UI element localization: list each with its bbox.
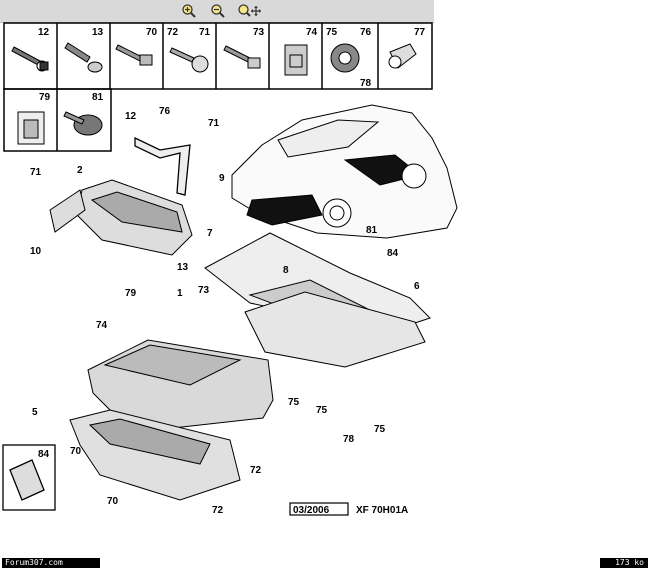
callout-75: 75 <box>316 405 328 416</box>
table-label-13: 13 <box>92 27 104 38</box>
screw-13-icon <box>64 42 103 73</box>
shield-1 <box>87 339 274 429</box>
table-label-74: 74 <box>306 27 318 38</box>
callout-84: 84 <box>387 248 399 259</box>
table-labels: 12 13 70 72 71 73 74 75 76 77 78 79 81 <box>38 27 426 103</box>
reference-box: 03/2006 XF 70H01A <box>289 502 408 516</box>
zoom-in-icon[interactable] <box>181 3 197 19</box>
table-label-12: 12 <box>38 27 50 38</box>
callout-73: 73 <box>198 285 210 296</box>
callout-76: 76 <box>159 106 171 117</box>
file-size: 173 ko <box>600 558 648 568</box>
table-label-71: 71 <box>199 27 211 38</box>
callout-10: 10 <box>30 246 42 257</box>
site-watermark: Forum307.com <box>2 558 100 568</box>
table-label-73: 73 <box>253 27 265 38</box>
callout-6: 6 <box>414 281 420 292</box>
clip-74-icon <box>284 44 308 76</box>
reference-code: XF 70H01A <box>356 505 408 516</box>
callout-2: 2 <box>77 165 83 176</box>
bracket-9 <box>134 136 191 196</box>
table-label-77: 77 <box>414 27 426 38</box>
callout-72: 72 <box>250 465 262 476</box>
callout-70: 70 <box>107 496 119 507</box>
car-illustration <box>231 104 458 239</box>
reference-date: 03/2006 <box>293 505 330 516</box>
table-label-81: 81 <box>92 92 104 103</box>
callout-8: 8 <box>283 265 289 276</box>
callout-5: 5 <box>32 407 38 418</box>
callout-75: 75 <box>288 397 300 408</box>
screw-12-icon <box>11 46 49 72</box>
callout-1: 1 <box>177 288 183 299</box>
callout-71: 71 <box>208 118 220 129</box>
clip-84-detail <box>2 444 56 511</box>
callout-9: 9 <box>219 173 225 184</box>
table-label-75: 75 <box>326 27 338 38</box>
table-label-76: 76 <box>360 27 372 38</box>
callout-13: 13 <box>177 262 189 273</box>
callout-72: 72 <box>212 505 224 516</box>
callout-75: 75 <box>374 424 386 435</box>
callout-12: 12 <box>125 111 137 122</box>
screw-71-72-icon <box>169 47 209 73</box>
rivet-77-icon <box>388 43 417 69</box>
table-label-70: 70 <box>146 27 158 38</box>
screw-70-icon <box>115 44 153 66</box>
pan-icon[interactable] <box>237 3 263 19</box>
housing-2 <box>76 179 193 256</box>
callout-78: 78 <box>343 434 355 445</box>
clip-79-icon <box>17 111 45 145</box>
callout-70: 70 <box>70 446 82 457</box>
callout-81: 81 <box>366 225 378 236</box>
callout-labels: 76 12 71 9 71 2 10 13 7 81 84 8 6 79 1 7… <box>30 106 420 516</box>
table-label-72: 72 <box>167 27 179 38</box>
parts-table <box>3 22 433 152</box>
washer-75-icon <box>330 43 360 73</box>
callout-74: 74 <box>96 320 108 331</box>
callout-84: 84 <box>38 449 50 460</box>
callout-7: 7 <box>207 228 213 239</box>
shield-5 <box>69 409 241 501</box>
table-label-79: 79 <box>39 92 51 103</box>
table-label-78: 78 <box>360 78 372 89</box>
callout-71: 71 <box>30 167 42 178</box>
zoom-out-icon[interactable] <box>210 3 226 19</box>
screw-73-icon <box>223 45 261 69</box>
callout-79: 79 <box>125 288 137 299</box>
bracket-10 <box>49 189 86 233</box>
shield-6-8 <box>244 291 426 368</box>
screw-81-icon <box>63 111 103 136</box>
